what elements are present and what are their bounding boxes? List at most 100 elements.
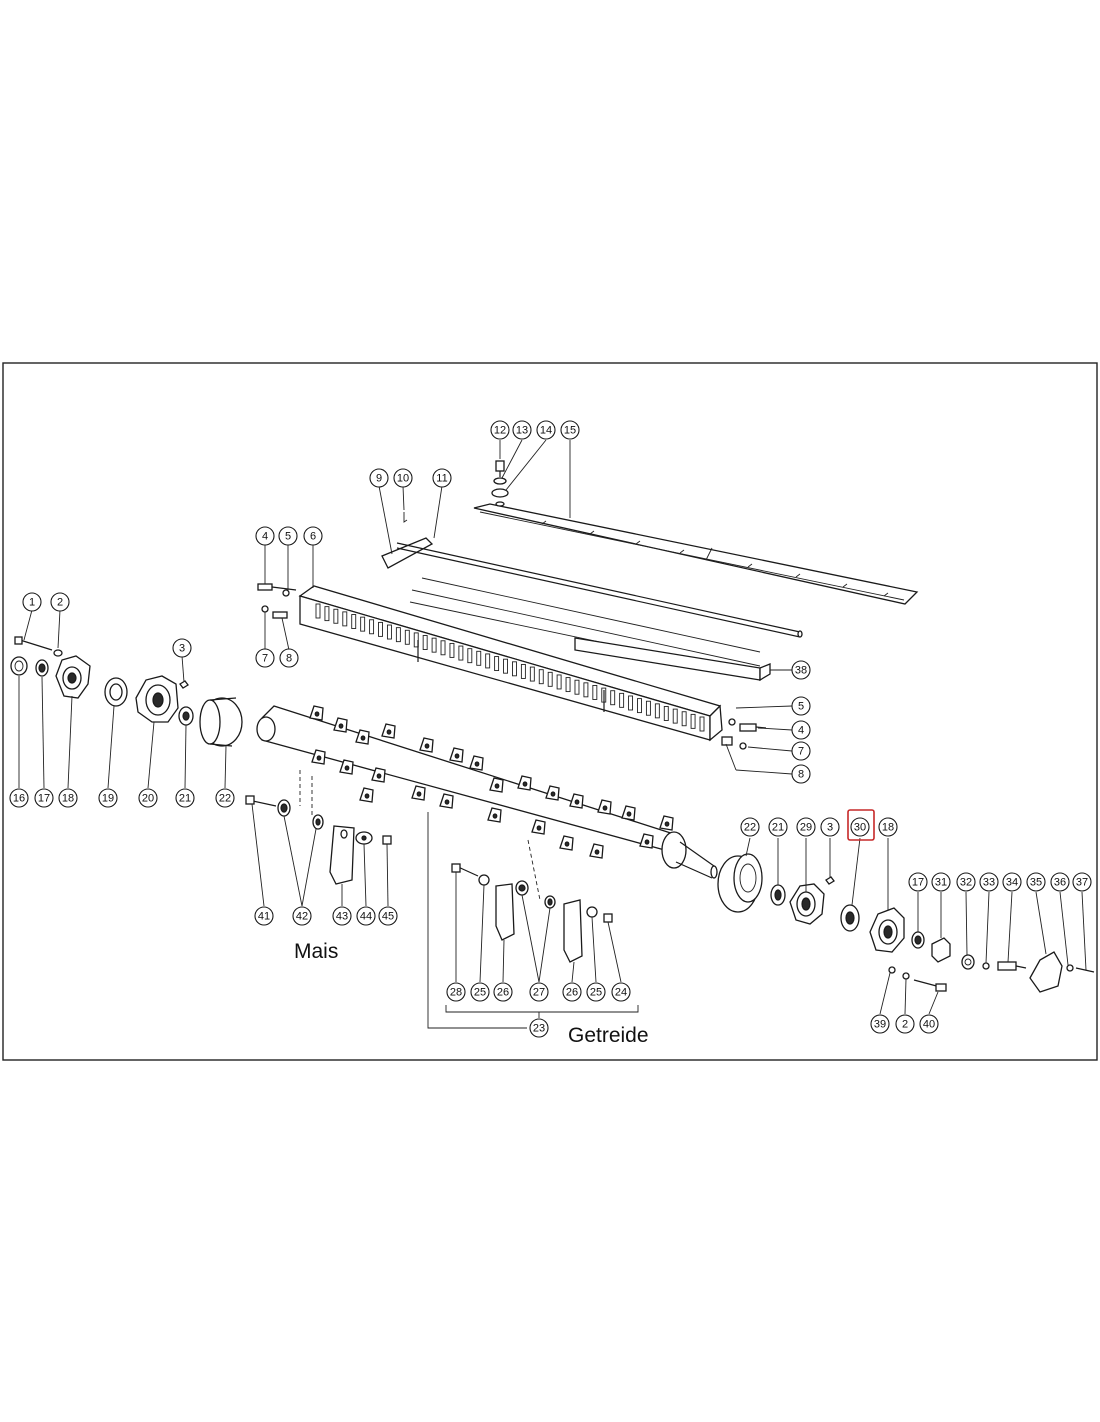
beam-tooth bbox=[458, 645, 464, 661]
callout-text: 14 bbox=[540, 425, 552, 437]
callout-17: 17 bbox=[908, 872, 928, 892]
callout-text: 23 bbox=[533, 1023, 545, 1035]
callout-30: 30 bbox=[850, 817, 870, 837]
callout-15: 15 bbox=[560, 420, 580, 440]
callout-text: 34 bbox=[1006, 877, 1018, 889]
rotor-flight-hole bbox=[626, 811, 632, 817]
rotor-flight-hole bbox=[644, 839, 650, 845]
callout-16: 16 bbox=[9, 788, 29, 808]
callout-text: 4 bbox=[262, 531, 268, 543]
toothed-beam bbox=[298, 585, 723, 742]
rotor-flight-hole bbox=[344, 765, 350, 771]
rotor-flight-hole bbox=[444, 799, 450, 805]
beam-tooth bbox=[342, 611, 348, 627]
rotor-flight-hole bbox=[550, 791, 556, 797]
callout-33: 33 bbox=[979, 872, 999, 892]
beam-tooth bbox=[637, 698, 642, 714]
rotor-flight-hole bbox=[492, 813, 498, 819]
callout-text: 7 bbox=[798, 746, 804, 758]
beam-tooth bbox=[610, 690, 616, 706]
rotor-flight-hole bbox=[454, 753, 460, 759]
callout-text: 3 bbox=[179, 643, 185, 655]
callout-21: 21 bbox=[175, 788, 195, 808]
callout-18: 18 bbox=[878, 817, 898, 837]
callout-18: 18 bbox=[58, 788, 78, 808]
callout-text: 26 bbox=[566, 987, 578, 999]
beam-tooth bbox=[529, 666, 535, 682]
rotor-flight-hole bbox=[602, 805, 608, 811]
callout-10: 10 bbox=[393, 468, 413, 488]
callout-43: 43 bbox=[332, 906, 352, 926]
callout-text: 37 bbox=[1076, 877, 1088, 889]
beam-tooth bbox=[324, 606, 330, 622]
callout-3: 3 bbox=[820, 817, 840, 837]
callout-text: 13 bbox=[516, 425, 528, 437]
angle-profile bbox=[574, 637, 771, 682]
beam-tooth bbox=[369, 619, 375, 635]
callout-text: 17 bbox=[38, 793, 50, 805]
callout-text: 43 bbox=[336, 911, 348, 923]
callout-3: 3 bbox=[172, 638, 192, 658]
beam-tooth bbox=[512, 661, 517, 677]
callout-text: 15 bbox=[564, 425, 576, 437]
beam-tooth bbox=[360, 616, 366, 632]
callout-8: 8 bbox=[279, 648, 299, 668]
rotor-flight-hole bbox=[316, 755, 322, 761]
callout-38: 38 bbox=[791, 660, 811, 680]
callout-8: 8 bbox=[791, 764, 811, 784]
group-bracket bbox=[299, 770, 639, 1029]
callout-text: 20 bbox=[142, 793, 154, 805]
callout-text: 21 bbox=[179, 793, 191, 805]
callout-36: 36 bbox=[1050, 872, 1070, 892]
beam-bolts-right bbox=[721, 718, 767, 750]
callout-17: 17 bbox=[34, 788, 54, 808]
callout-21: 21 bbox=[768, 817, 788, 837]
beam-tooth bbox=[503, 658, 508, 674]
callout-text: 8 bbox=[286, 653, 292, 665]
callout-text: 33 bbox=[983, 877, 995, 889]
beam-tooth bbox=[315, 603, 321, 619]
callout-19: 19 bbox=[98, 788, 118, 808]
rotor-flight-hole bbox=[522, 781, 528, 787]
callout-20: 20 bbox=[138, 788, 158, 808]
beam-tooth bbox=[672, 708, 678, 724]
highlight-box bbox=[847, 809, 875, 841]
callout-41: 41 bbox=[254, 906, 274, 926]
rail-strip bbox=[473, 460, 919, 605]
callout-26: 26 bbox=[562, 982, 582, 1002]
rotor-shaft bbox=[256, 705, 718, 879]
callout-25: 25 bbox=[470, 982, 490, 1002]
callout-text: 10 bbox=[397, 473, 409, 485]
rod-assembly bbox=[381, 512, 803, 638]
callout-text: 18 bbox=[62, 793, 74, 805]
callout-45: 45 bbox=[378, 906, 398, 926]
beam-tooth bbox=[476, 650, 482, 666]
mais-knife-set bbox=[245, 795, 392, 885]
beam-tooth bbox=[592, 685, 598, 700]
callout-text: 27 bbox=[533, 987, 545, 999]
callout-text: 12 bbox=[494, 425, 506, 437]
callout-text: 42 bbox=[296, 911, 308, 923]
callout-25: 25 bbox=[586, 982, 606, 1002]
callout-text: 8 bbox=[798, 769, 804, 781]
rotor-flight-hole bbox=[338, 723, 344, 729]
beam-tooth bbox=[395, 627, 401, 643]
beam-tooth bbox=[654, 703, 660, 719]
callout-text: 2 bbox=[57, 597, 63, 609]
callout-6: 6 bbox=[303, 526, 323, 546]
callout-24: 24 bbox=[611, 982, 631, 1002]
callout-23: 23 bbox=[529, 1018, 549, 1038]
getreide-knife-set bbox=[451, 863, 613, 963]
callout-text: 22 bbox=[744, 822, 756, 834]
callout-text: 28 bbox=[450, 987, 462, 999]
rotor-flight-hole bbox=[376, 773, 382, 779]
rotor-flight-hole bbox=[536, 825, 542, 831]
callout-text: 31 bbox=[935, 877, 947, 889]
beam-tooth bbox=[467, 648, 473, 664]
callout-9: 9 bbox=[369, 468, 389, 488]
beam-tooth bbox=[663, 706, 669, 721]
callout-4: 4 bbox=[791, 720, 811, 740]
callout-29: 29 bbox=[796, 817, 816, 837]
callout-text: 30 bbox=[854, 822, 866, 834]
